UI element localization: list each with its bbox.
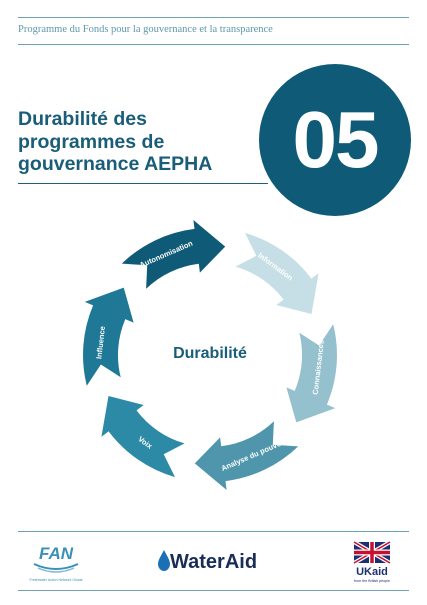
water-drop-icon: [158, 550, 170, 571]
title-underline: [18, 183, 268, 184]
partner-logos: FAN Freshwater Action Network Global Wat…: [18, 532, 409, 590]
ukaid-logo: UKaid from the British people: [352, 540, 392, 583]
footer-bottom-divider: [18, 590, 409, 591]
fan-logo-text: FAN: [39, 544, 74, 563]
top-divider: [18, 17, 409, 18]
wateraid-logo: WaterAid: [158, 550, 257, 573]
fan-logo-tagline: Freshwater Action Network Global: [30, 578, 83, 582]
cycle-arrow-6: [121, 220, 226, 289]
footer-top-divider: [18, 531, 409, 532]
document-title: Durabilité des programmes de gouvernance…: [18, 108, 278, 176]
title-line-1: Durabilité des: [18, 108, 147, 130]
series-title: Programme du Fonds pour la gouvernance e…: [18, 24, 273, 35]
cycle-center-label: Durabilité: [173, 345, 247, 362]
cycle-arrow-2: [286, 324, 337, 423]
cycle-arrow-1: [235, 232, 319, 314]
fan-logo: FAN Freshwater Action Network Global: [30, 544, 83, 582]
document-number-badge: 05: [259, 64, 411, 216]
subheader-divider: [18, 44, 409, 45]
cycle-arrow-5: [83, 287, 134, 386]
ukaid-logo-text: UKaid: [356, 566, 388, 578]
title-line-2: programmes de: [18, 130, 165, 153]
ukaid-logo-tagline: from the British people: [354, 579, 390, 583]
wateraid-logo-text: WaterAid: [170, 551, 257, 573]
cycle-arrow-3: [194, 421, 299, 490]
cycle-arrow-4: [101, 396, 185, 478]
title-line-3: gouvernance AEPHA: [18, 153, 213, 175]
cycle-step-label-5: Influence: [94, 326, 107, 360]
